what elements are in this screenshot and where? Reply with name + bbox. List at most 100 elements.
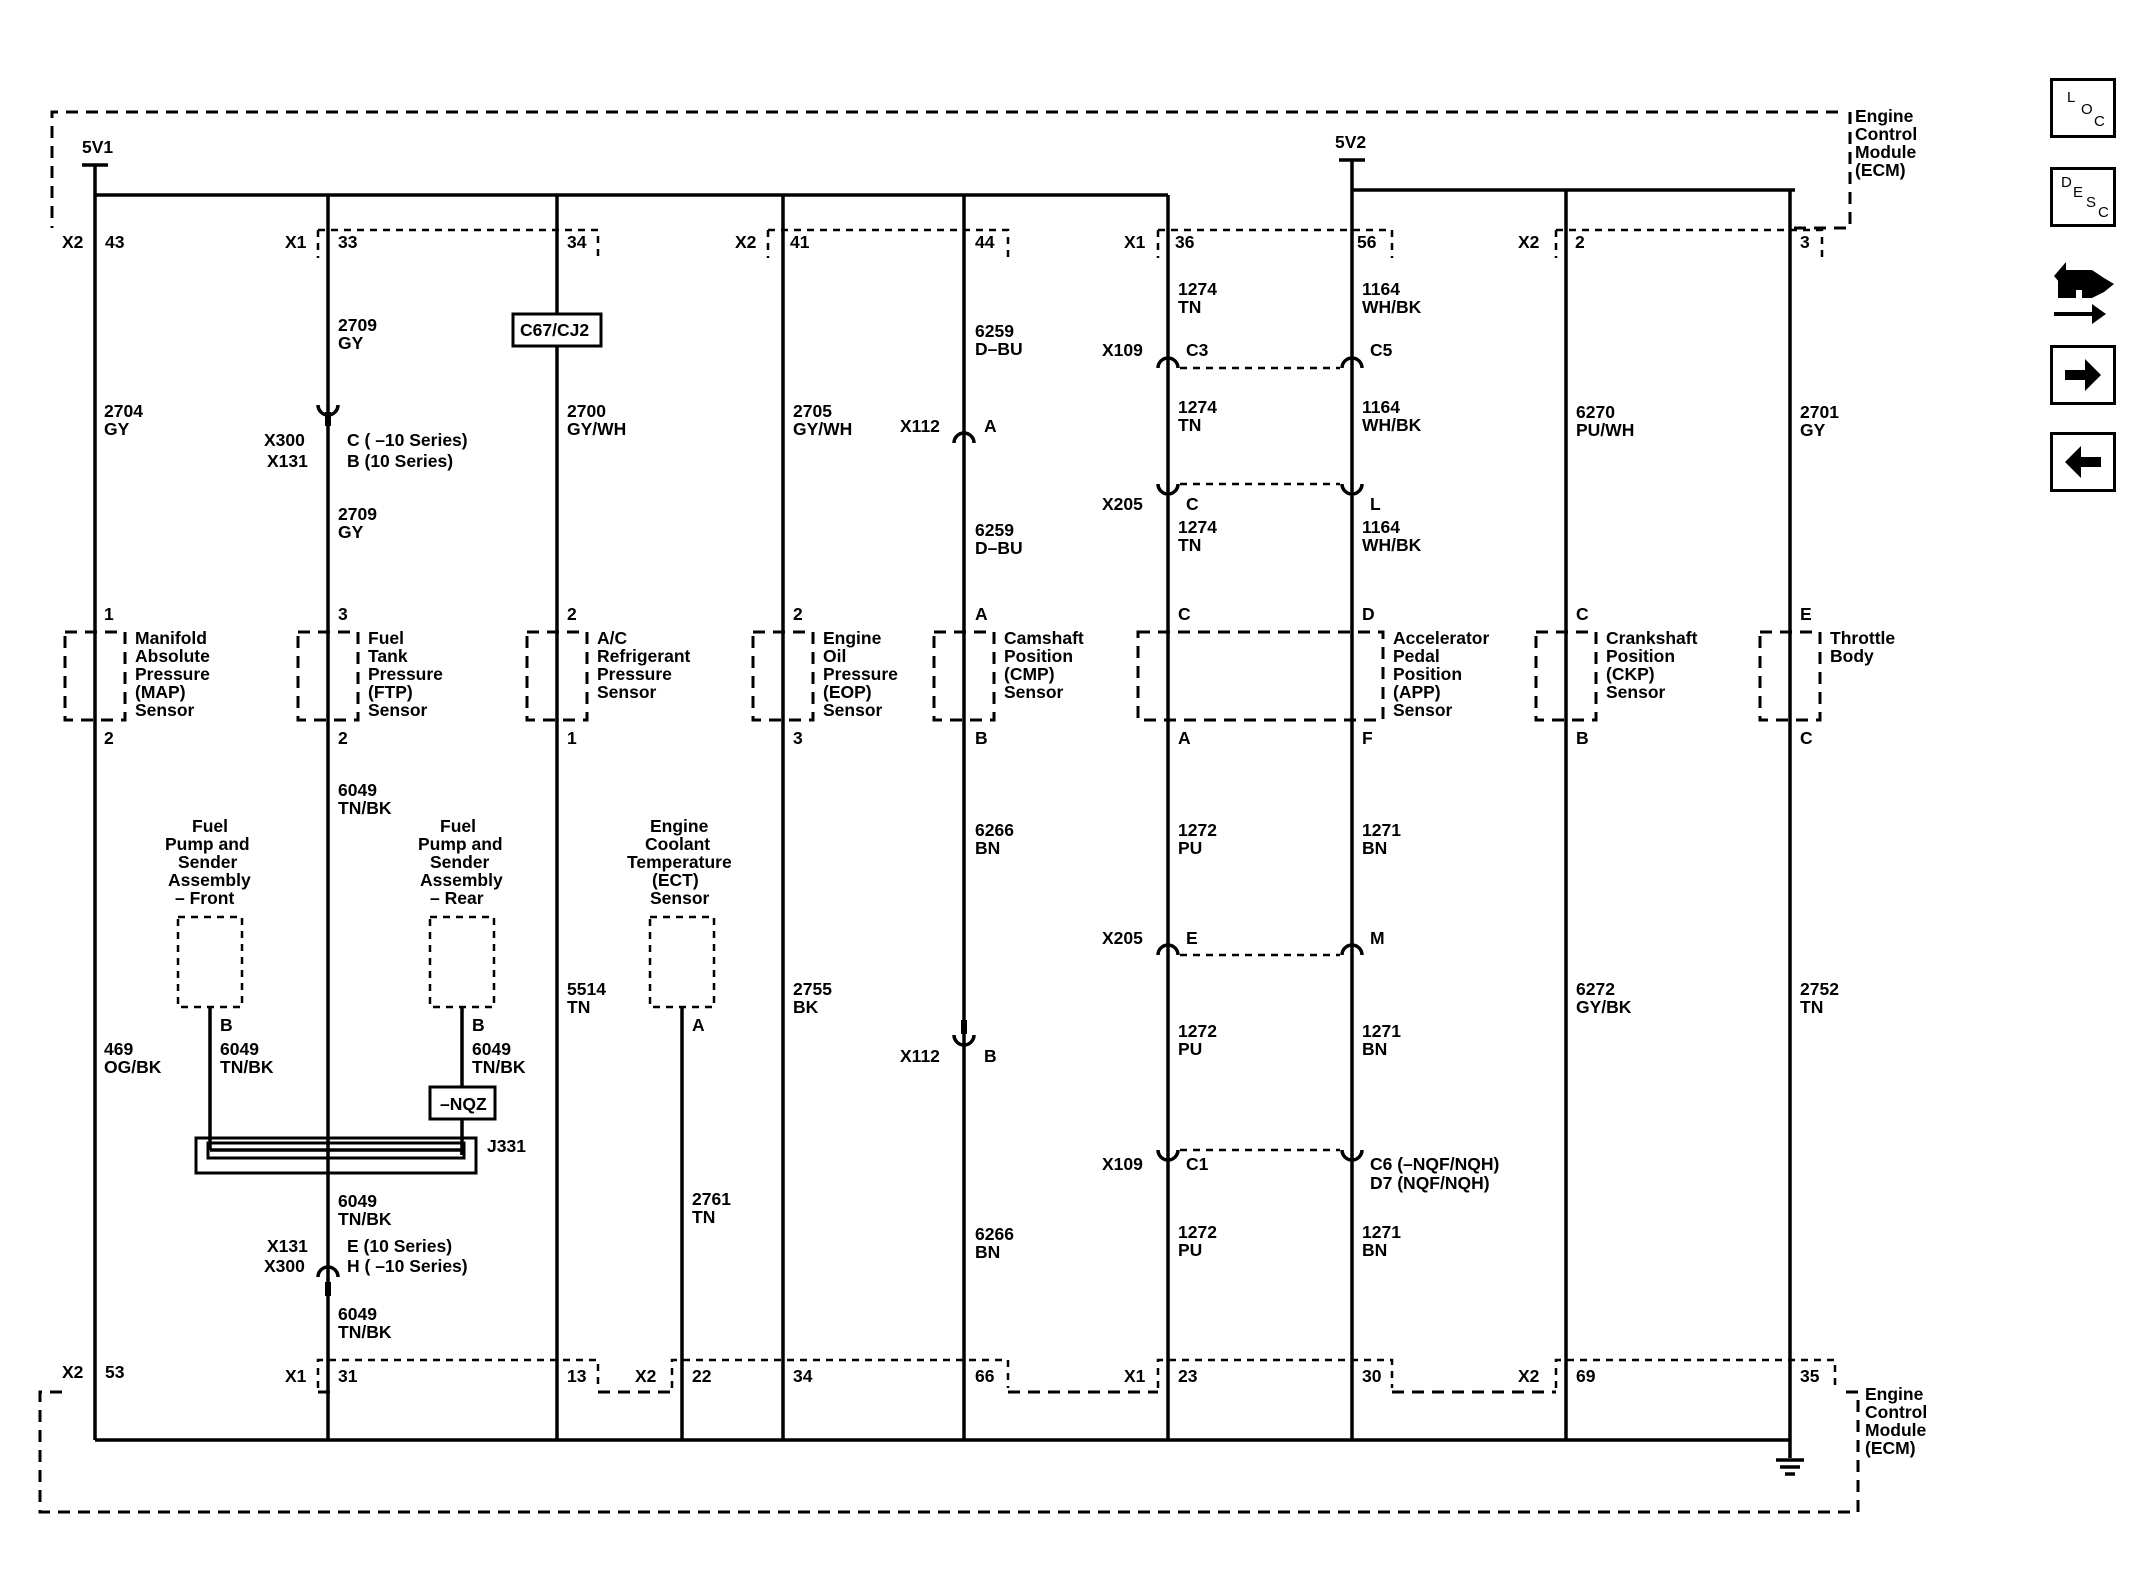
svg-text:Sensor: Sensor <box>368 700 428 720</box>
next-button[interactable] <box>2050 345 2116 405</box>
svg-text:469: 469 <box>104 1039 133 1059</box>
desc-letter: E <box>2073 184 2084 201</box>
x205-top-connector: X205 C L <box>1102 482 1381 514</box>
svg-text:B: B <box>472 1015 485 1035</box>
svg-text:Position: Position <box>1606 646 1675 666</box>
svg-text:J331: J331 <box>487 1136 526 1156</box>
svg-text:3: 3 <box>793 728 803 748</box>
tb-wire-top: 2701 GY <box>1800 402 1839 440</box>
svg-text:6049: 6049 <box>338 1191 377 1211</box>
svg-text:– Front: – Front <box>175 888 234 908</box>
ecm-bottom-label: Engine Control Module (ECM) <box>1865 1384 1927 1458</box>
svg-text:Fuel: Fuel <box>192 816 228 836</box>
loc-letter: O <box>2081 101 2093 118</box>
svg-text:Pedal: Pedal <box>1393 646 1440 666</box>
ecm-top-box-border-right <box>1790 112 1852 230</box>
svg-text:H ( –10 Series): H ( –10 Series) <box>347 1256 468 1276</box>
svg-text:6049: 6049 <box>220 1039 259 1059</box>
svg-text:C: C <box>1800 728 1813 748</box>
svg-text:Oil: Oil <box>823 646 846 666</box>
fuel-pump-front: Fuel Pump and Sender Assembly – Front B … <box>165 816 274 1140</box>
svg-text:2705: 2705 <box>793 401 832 421</box>
svg-text:TN/BK: TN/BK <box>338 1209 392 1229</box>
svg-text:WH/BK: WH/BK <box>1362 415 1422 435</box>
ac-wire-top: 2700 GY/WH <box>567 401 626 439</box>
app-1164-wire-2: 1164 WH/BK <box>1362 397 1422 435</box>
svg-text:A/C: A/C <box>597 628 628 648</box>
svg-text:6049: 6049 <box>472 1039 511 1059</box>
ckp-wire-top: 6270 PU/WH <box>1576 402 1634 440</box>
svg-text:2755: 2755 <box>793 979 832 999</box>
svg-text:2: 2 <box>567 604 577 624</box>
previous-button[interactable] <box>2050 432 2116 492</box>
svg-text:(CKP): (CKP) <box>1606 664 1655 684</box>
svg-text:X205: X205 <box>1102 494 1143 514</box>
app-1164-wire-1: 1164 WH/BK <box>1362 279 1422 317</box>
bottom-connector-x2-c: X2 69 35 <box>1518 1358 1837 1388</box>
svg-text:A: A <box>984 416 997 436</box>
ftp-wire-bottom: 6049 TN/BK <box>338 1304 392 1342</box>
app-1271-wire-2: 1271 BN <box>1362 1021 1401 1059</box>
svg-text:Control: Control <box>1855 124 1917 144</box>
eop-sensor: 2 3 Engine Oil Pressure (EOP) Sensor <box>751 604 898 748</box>
top-connector-x2-c: X2 2 3 <box>1518 228 1824 258</box>
svg-text:WH/BK: WH/BK <box>1362 535 1422 555</box>
svg-text:1164: 1164 <box>1362 397 1400 417</box>
svg-text:35: 35 <box>1800 1366 1820 1386</box>
ftp-wire-top: 2709 GY <box>338 315 377 353</box>
svg-text:GY: GY <box>1800 420 1826 440</box>
svg-text:Position: Position <box>1004 646 1073 666</box>
svg-text:X109: X109 <box>1102 340 1143 360</box>
svg-text:1272: 1272 <box>1178 820 1217 840</box>
ac-wire-bottom: 5514 TN <box>567 979 606 1017</box>
svg-text:Sender: Sender <box>430 852 490 872</box>
svg-text:Pressure: Pressure <box>135 664 210 684</box>
svg-text:A: A <box>1178 728 1191 748</box>
desc-button[interactable]: D E S C <box>2050 167 2116 227</box>
svg-text:6270: 6270 <box>1576 402 1615 422</box>
svg-text:Camshaft: Camshaft <box>1004 628 1084 648</box>
svg-text:1164: 1164 <box>1362 279 1400 299</box>
svg-text:23: 23 <box>1178 1366 1198 1386</box>
loc-letter: C <box>2094 113 2105 130</box>
svg-text:6259: 6259 <box>975 520 1014 540</box>
svg-text:GY/WH: GY/WH <box>793 419 852 439</box>
svg-text:2: 2 <box>104 728 114 748</box>
desc-letter: D <box>2061 174 2072 191</box>
svg-text:6272: 6272 <box>1576 979 1615 999</box>
svg-text:X205: X205 <box>1102 928 1143 948</box>
svg-text:6259: 6259 <box>975 321 1014 341</box>
svg-text:C: C <box>1186 494 1199 514</box>
svg-text:Engine: Engine <box>1855 106 1914 126</box>
svg-text:Sensor: Sensor <box>823 700 883 720</box>
svg-text:44: 44 <box>975 232 995 252</box>
svg-text:C6 (–NQF/NQH): C6 (–NQF/NQH) <box>1370 1154 1499 1174</box>
svg-text:TN/BK: TN/BK <box>472 1057 526 1077</box>
svg-text:31: 31 <box>338 1366 358 1386</box>
connector-view-button[interactable] <box>2052 248 2116 328</box>
svg-text:Tank: Tank <box>368 646 408 666</box>
cmp-wire-low: 6266 BN <box>975 820 1014 858</box>
ecm-top-box-border <box>50 110 1838 228</box>
svg-text:Module: Module <box>1865 1420 1927 1440</box>
svg-text:22: 22 <box>692 1366 712 1386</box>
x300-x131-connector: X300 X131 C ( –10 Series) B (10 Series) <box>264 404 468 471</box>
loc-button[interactable]: L O C <box>2050 78 2116 138</box>
svg-text:TN/BK: TN/BK <box>220 1057 274 1077</box>
bottom-connector-x2-a: X2 53 <box>62 1362 125 1382</box>
svg-text:X2: X2 <box>62 232 84 252</box>
svg-text:Engine: Engine <box>650 816 709 836</box>
svg-text:33: 33 <box>338 232 358 252</box>
svg-text:Throttle: Throttle <box>1830 628 1895 648</box>
supply-5v2-label: 5V2 <box>1335 132 1366 152</box>
arrow-right-icon <box>2065 359 2101 391</box>
svg-text:Fuel: Fuel <box>440 816 476 836</box>
arrow-left-icon <box>2065 446 2101 478</box>
svg-text:1274: 1274 <box>1178 517 1217 537</box>
svg-text:WH/BK: WH/BK <box>1362 297 1422 317</box>
svg-text:(MAP): (MAP) <box>135 682 186 702</box>
svg-text:2: 2 <box>1575 232 1585 252</box>
svg-text:M: M <box>1370 928 1385 948</box>
svg-text:Sensor: Sensor <box>597 682 657 702</box>
svg-text:1: 1 <box>567 728 577 748</box>
